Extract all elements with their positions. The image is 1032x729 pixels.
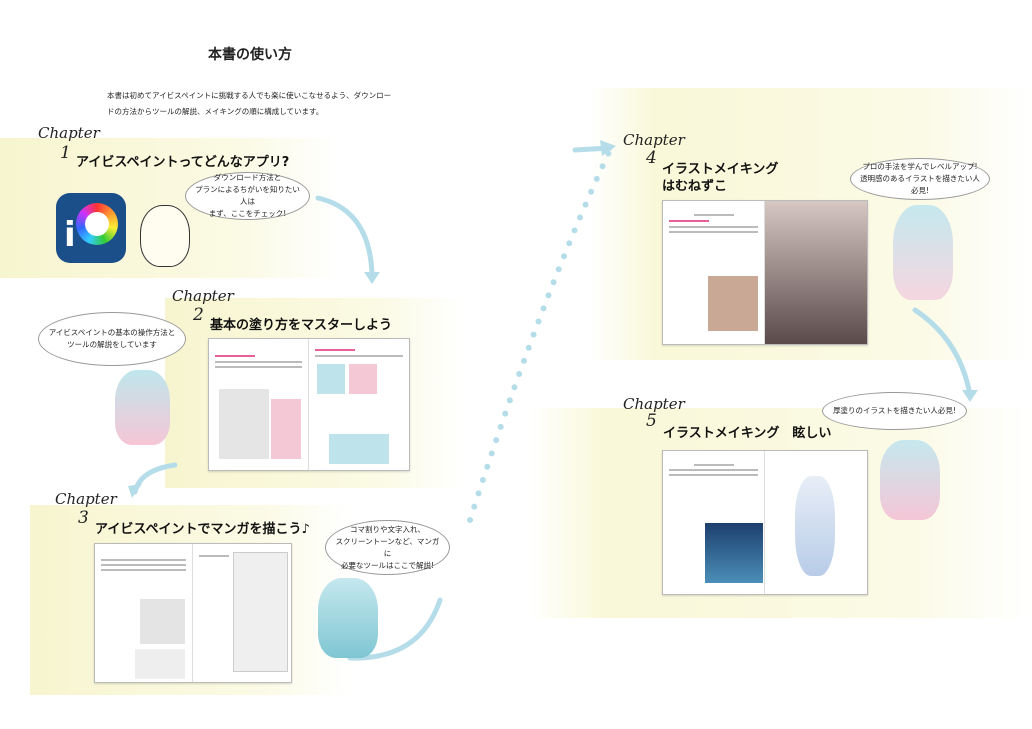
chapter-number: 5 <box>646 411 657 431</box>
character-illustration <box>880 440 940 520</box>
chapter-number: 1 <box>60 143 71 163</box>
chapter-label: Chapter <box>623 131 685 149</box>
chapter3-bubble: コマ割りや文字入れ、スクリーントーンなど、マンガに必要なツールはここで解説! <box>325 520 450 575</box>
character-illustration <box>115 370 170 445</box>
chapter3-page-preview <box>94 543 292 683</box>
intro-line: 本書は初めてアイビスペイントに挑戦する人でも楽に使いこなせるよう、ダウンロー <box>107 91 392 100</box>
dotted-path <box>467 147 613 523</box>
arrow-ch2-ch3 <box>132 462 178 495</box>
chapter-label: Chapter <box>172 287 234 305</box>
chapter4-bubble: プロの手法を学んでレベルアップ!透明感のあるイラストを描きたい人必見! <box>850 158 990 200</box>
intro-text: 本書は初めてアイビスペイントに挑戦する人でも楽に使いこなせるよう、ダウンロー ド… <box>107 88 391 120</box>
chapter-title: イラストメイキング 眩しい <box>663 426 832 441</box>
chapter-title: アイビスペイントってどんなアプリ? <box>76 155 290 170</box>
arrow-ch3-dots <box>347 597 443 661</box>
chapter-title: 基本の塗り方をマスターしよう <box>210 318 393 333</box>
chapter2-page-preview <box>208 338 410 471</box>
chapter1-bubble: ダウンロード方法とプランによるちがいを知りたい人はまず、ここをチェック! <box>185 172 310 220</box>
character-illustration <box>318 578 378 658</box>
page-title: 本書の使い方 <box>208 47 292 63</box>
arrow-ch1-ch2 <box>315 195 375 278</box>
chapter-label: Chapter <box>38 124 100 142</box>
character-illustration <box>893 205 953 300</box>
chapter-title: アイビスペイントでマンガを描こう♪ <box>95 522 310 537</box>
chapter-number: 4 <box>646 148 657 168</box>
chapter-label: Chapter <box>55 490 117 508</box>
chapter-title: イラストメイキングはむねずこ <box>662 162 779 194</box>
chapter-number: 2 <box>193 305 204 325</box>
chapter5-bubble: 厚塗りのイラストを描きたい人必見! <box>822 392 967 430</box>
chapter-number: 3 <box>78 508 89 528</box>
ibispaint-app-icon: i <box>56 193 126 263</box>
intro-line: ドの方法からツールの解説、メイキングの順に構成しています。 <box>107 107 324 116</box>
chapter5-page-preview <box>662 450 868 595</box>
arrow-ch4-ch5 <box>912 307 973 398</box>
chapter2-bubble: アイビスペイントの基本の操作方法とツールの解説をしています <box>38 312 186 366</box>
chapter-label: Chapter <box>623 395 685 413</box>
bunny-mascot <box>140 205 190 267</box>
chapter4-page-preview <box>662 200 868 345</box>
